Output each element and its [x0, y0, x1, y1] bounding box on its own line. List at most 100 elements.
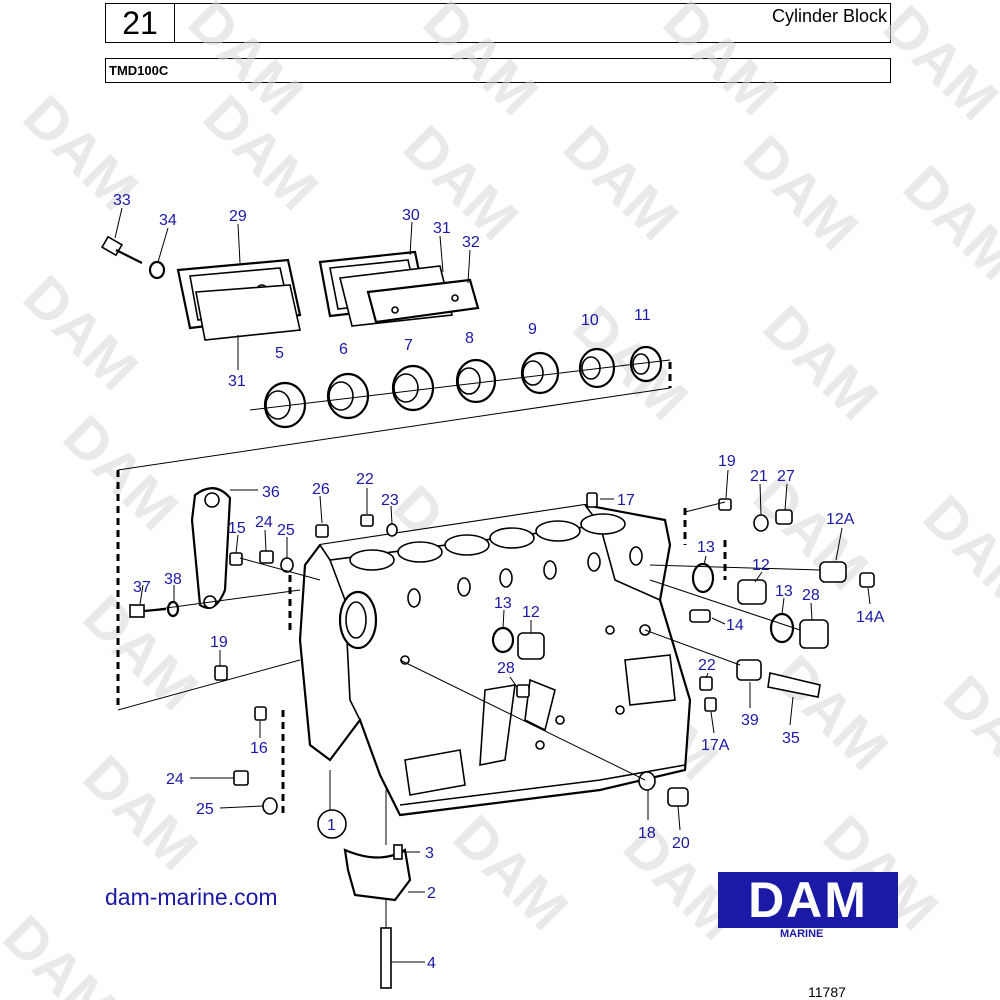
bearing-9: [520, 351, 560, 395]
callout-28: 28: [802, 587, 820, 604]
watermark: DAM: [761, 643, 900, 782]
plug-20: [667, 787, 689, 807]
plug-12A: [819, 561, 847, 583]
drawing-number: 11787: [808, 984, 846, 1000]
callout-24: 24: [166, 771, 184, 788]
washer-38: [166, 600, 180, 618]
header-box: 21 Cylinder Block: [105, 3, 891, 43]
callout-1: 1: [327, 817, 336, 834]
callout-18: 18: [638, 825, 656, 842]
washer-18: [638, 771, 656, 791]
bolt-4: [380, 927, 392, 989]
callout-30: 30: [402, 207, 420, 224]
watermark: DAM: [71, 743, 210, 882]
watermark: DAM: [651, 0, 790, 128]
bracket-36: [190, 487, 232, 609]
plug-15: [229, 552, 243, 566]
callout-21: 21: [750, 468, 768, 485]
washer-23: [386, 523, 398, 537]
plug-12-right: [737, 579, 767, 605]
callout-7: 7: [404, 337, 413, 354]
washer-34: [148, 260, 166, 280]
plug-14A: [859, 572, 875, 588]
watermark: DAM: [411, 0, 550, 128]
callout-37: 37: [133, 579, 151, 596]
phantom-line-top: [117, 387, 671, 471]
callout-17A: 17A: [701, 737, 730, 754]
watermark: DAM: [911, 483, 1000, 622]
watermark: DAM: [931, 663, 1000, 802]
bearing-5: [263, 381, 307, 429]
watermark: DAM: [11, 263, 150, 402]
plug-12-mid: [517, 632, 545, 660]
bearing-8: [455, 358, 497, 404]
plug-27: [775, 509, 793, 525]
callout-27: 27: [777, 468, 795, 485]
plug-26: [315, 524, 329, 538]
brand-logo-subtext: MARINE: [780, 928, 824, 940]
callout-14: 14: [726, 617, 744, 634]
callout-31: 31: [433, 220, 451, 237]
callout-36: 36: [262, 484, 280, 501]
callout-35: 35: [782, 730, 800, 747]
callout-29: 29: [229, 208, 247, 225]
callout-31: 31: [228, 373, 246, 390]
callout-3: 3: [425, 845, 434, 862]
callout-26: 26: [312, 481, 330, 498]
sleeve-16: [254, 706, 267, 721]
callout-10: 10: [581, 312, 599, 329]
watermark: DAM: [891, 153, 1000, 292]
callout-9: 9: [528, 321, 537, 338]
watermark: DAM: [551, 113, 690, 252]
callout-22: 22: [698, 657, 716, 674]
callout-1-circle: [317, 809, 347, 839]
bolt-33: [100, 235, 143, 264]
website-link[interactable]: dam-marine.com: [105, 884, 278, 910]
callout-28: 28: [497, 660, 515, 677]
seal-ring-13-top: [691, 562, 715, 594]
fitting-39: [736, 659, 762, 681]
engine-model: TMD100C: [109, 63, 169, 78]
page-title: Cylinder Block: [771, 6, 887, 26]
washer-21: [753, 514, 769, 532]
callout-5: 5: [275, 345, 284, 362]
plug-28-mid: [516, 684, 530, 698]
callout-13: 13: [775, 583, 793, 600]
top-parts: [100, 235, 672, 471]
bearing-11: [629, 345, 663, 383]
callout-13: 13: [494, 595, 512, 612]
seal-ring-13-mid: [491, 626, 515, 654]
callout-15: 15: [228, 520, 246, 537]
callout-19: 19: [210, 634, 228, 651]
model-box: TMD100C: [105, 58, 891, 83]
dowel-3: [393, 844, 403, 860]
callout-11: 11: [634, 307, 651, 324]
bolt-37-head: [129, 604, 145, 618]
plug-19-left: [214, 665, 228, 681]
group-number: 21: [106, 4, 175, 42]
callout-12: 12: [752, 557, 770, 574]
plug-24-top: [259, 550, 274, 564]
callout-25: 25: [277, 522, 295, 539]
plug-22-top: [360, 514, 374, 527]
callout-2: 2: [427, 885, 436, 902]
callout-19: 19: [718, 453, 736, 470]
callout-12: 12: [522, 604, 540, 621]
leader-lines: [114, 207, 871, 963]
callout-32: 32: [462, 234, 480, 251]
watermark: DAM: [871, 0, 1000, 133]
fitting-28-right: [799, 619, 829, 649]
bearing-6: [326, 372, 370, 420]
callout-20: 20: [672, 835, 690, 852]
callout-labels: 33 34 29 30 31 32 31 5 6 7 8 9 10 11 36 …: [113, 192, 885, 972]
sleeve-17: [586, 492, 598, 508]
seal-ring-13-right: [769, 612, 795, 644]
callout-23: 23: [381, 492, 399, 509]
callout-38: 38: [164, 571, 182, 588]
callout-25: 25: [196, 801, 214, 818]
callout-16: 16: [250, 740, 268, 757]
callout-13: 13: [697, 539, 715, 556]
watermark: DAM: [71, 583, 210, 722]
watermark: DAM: [751, 293, 890, 432]
